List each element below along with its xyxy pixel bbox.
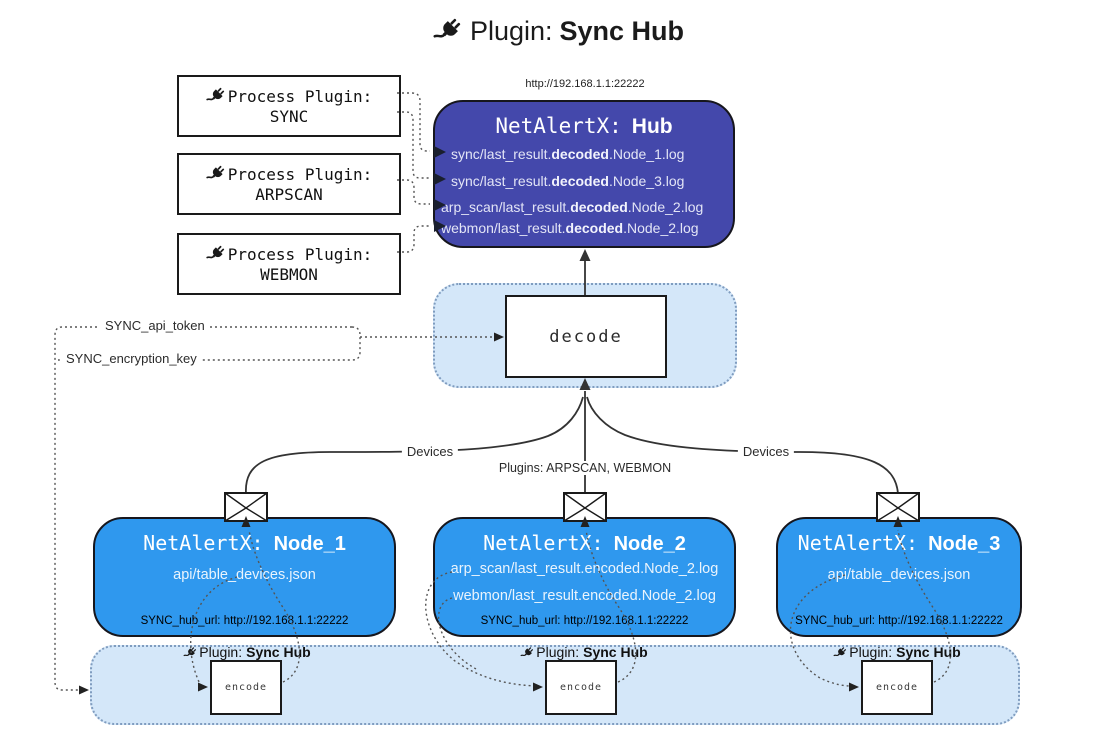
band-plugin-label: Plugin:Sync Hub <box>833 644 961 660</box>
plug-icon <box>206 164 226 184</box>
node-hub-url: SYNC_hub_url: http://192.168.1.1:22222 <box>795 615 1003 627</box>
hub-in-arrow <box>579 249 591 261</box>
sync-encryption-key-label: SYNC_encryption_key <box>61 351 202 366</box>
plugins-edge-label: Plugins: ARPSCAN, WEBMON <box>493 461 677 475</box>
plug-icon <box>433 16 463 46</box>
log-post: .Node_1.log <box>608 146 685 162</box>
process-plugin-box-sync: Process Plugin: SYNC <box>177 75 401 137</box>
encode-box: encode <box>210 660 282 715</box>
encode-box: encode <box>545 660 617 715</box>
log-bold: decoded <box>570 199 628 215</box>
node-hub-url: SYNC_hub_url: http://192.168.1.1:22222 <box>480 615 689 627</box>
band-in-arrow <box>79 685 89 695</box>
hub-log-line: webmon/last_result.decoded.Node_2.log <box>441 220 699 236</box>
title-name: Sync Hub <box>559 16 685 46</box>
hub-log-line: arp_scan/last_result.decoded.Node_2.log <box>441 199 703 215</box>
node-title-prefix: NetAlertX: <box>143 531 264 555</box>
process-plugin-heading-row: Process Plugin: <box>206 244 373 264</box>
process-plugin-heading: Process Plugin: <box>227 86 373 106</box>
node-file-line: arp_scan/last_result.encoded.Node_2.log <box>450 561 719 577</box>
hub-log-line: sync/last_result.decoded.Node_1.log <box>451 146 684 162</box>
hub-node: NetAlertX:Hub sync/last_result.decoded.N… <box>433 100 735 248</box>
band-plugin-name: Sync Hub <box>246 644 311 660</box>
node-title-name: Node_3 <box>928 533 1001 555</box>
process-plugin-name: SYNC <box>269 107 309 126</box>
node-1-box: NetAlertX:Node_1 api/table_devices.json … <box>93 517 396 637</box>
node-title: NetAlertX: Node_1 <box>95 531 394 556</box>
node-title: NetAlertX: Node_2 <box>435 531 734 556</box>
node-3-box: NetAlertX:Node_3 api/table_devices.json … <box>776 517 1022 637</box>
plug-icon <box>520 646 534 660</box>
node-title-prefix: NetAlertX: <box>483 531 604 555</box>
process-plugin-box-arpscan: Process Plugin: ARPSCAN <box>177 153 401 215</box>
log-pre: sync/last_result. <box>451 173 552 189</box>
node-file-line: api/table_devices.json <box>827 567 971 583</box>
band-plugin-name: Sync Hub <box>583 644 648 660</box>
plug-icon <box>833 646 847 660</box>
process-plugin-box-webmon: Process Plugin: WEBMON <box>177 233 401 295</box>
process-plugin-heading: Process Plugin: <box>227 244 373 264</box>
page-title: Plugin:Sync Hub <box>0 16 1117 47</box>
sync-api-token-label: SYNC_api_token <box>100 318 210 333</box>
process-plugin-heading: Process Plugin: <box>227 164 373 184</box>
log-bold: decoded <box>551 173 609 189</box>
node-hub-url: SYNC_hub_url: http://192.168.1.1:22222 <box>140 615 349 627</box>
settings-connectors <box>54 326 504 695</box>
process-plugin-name: WEBMON <box>260 265 318 284</box>
hub-log-line: sync/last_result.decoded.Node_3.log <box>451 173 684 189</box>
log-pre: sync/last_result. <box>451 146 552 162</box>
title-label: Plugin: <box>469 16 553 46</box>
process-plugin-heading-row: Process Plugin: <box>206 86 373 106</box>
encode-box: encode <box>861 660 933 715</box>
node-file-line: api/table_devices.json <box>173 567 316 583</box>
band-plugin-prefix: Plugin: <box>199 644 243 660</box>
devices-edge-label-left: Devices <box>401 444 459 459</box>
node-title-name: Node_1 <box>273 533 346 555</box>
plug-icon <box>206 86 226 106</box>
process-plugin-name: ARPSCAN <box>255 185 323 204</box>
log-post: .Node_2.log <box>627 199 704 215</box>
process-plugin-heading-row: Process Plugin: <box>206 164 373 184</box>
hub-url-label: http://192.168.1.1:22222 <box>525 78 645 90</box>
hub-title: NetAlertX: Hub <box>435 114 733 139</box>
log-bold: decoded <box>551 146 609 162</box>
band-plugin-prefix: Plugin: <box>536 644 580 660</box>
node-title-name: Node_2 <box>613 533 686 555</box>
band-plugin-label: Plugin:Sync Hub <box>183 644 311 660</box>
decode-box: decode <box>505 295 667 378</box>
band-plugin-label: Plugin:Sync Hub <box>520 644 648 660</box>
log-bold: decoded <box>565 220 624 236</box>
nodes-to-decode-edges <box>245 378 899 495</box>
log-post: .Node_2.log <box>623 220 699 236</box>
hub-title-name: Hub <box>631 115 673 138</box>
plug-icon <box>183 646 197 660</box>
log-post: .Node_3.log <box>608 173 685 189</box>
node-title-prefix: NetAlertX: <box>797 531 919 555</box>
plug-icon <box>206 244 226 264</box>
node-2-box: NetAlertX: Node_2 arp_scan/last_result.en… <box>433 517 736 637</box>
node-file-line: webmon/last_result.encoded.Node_2.log <box>453 588 716 604</box>
band-plugin-prefix: Plugin: <box>849 644 893 660</box>
hub-title-prefix: NetAlertX: <box>495 114 622 138</box>
log-pre: arp_scan/last_result. <box>441 199 571 215</box>
devices-edge-label-right: Devices <box>737 444 795 459</box>
node-title: NetAlertX: Node_3 <box>778 531 1020 556</box>
log-pre: webmon/last_result. <box>441 220 566 236</box>
band-plugin-name: Sync Hub <box>896 644 961 660</box>
